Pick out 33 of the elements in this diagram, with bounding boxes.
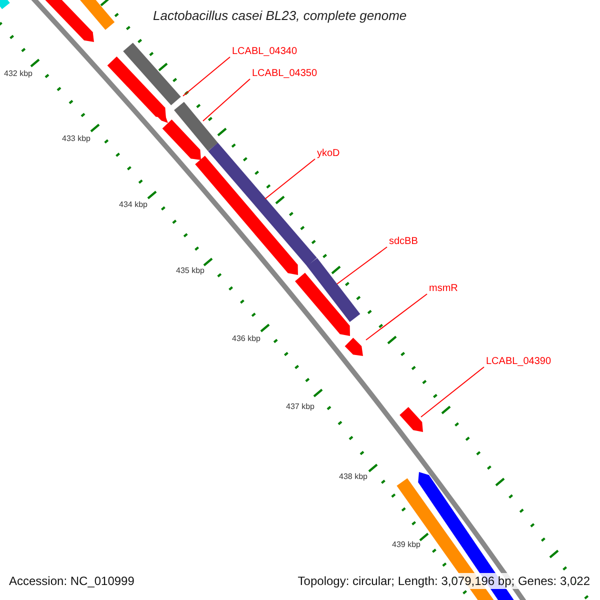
gene-label: LCABL_04350	[252, 69, 318, 79]
leader-line	[366, 294, 428, 340]
leader-line	[336, 246, 388, 284]
gene-feature-bar	[123, 42, 181, 106]
gene-label: LCABL_04390	[486, 357, 552, 367]
tick-label: 433 kbp	[62, 135, 90, 143]
footer-text: Topology: circular; Length: 3,079,196 bp; Genes: 3,022	[296, 573, 592, 589]
gene-feature-bar	[208, 142, 317, 266]
tick-label: 435 kbp	[176, 267, 204, 275]
gene-feature-bar	[107, 56, 166, 118]
gene-label: sdcBB	[389, 237, 418, 247]
gene-feature-bar	[295, 272, 350, 336]
tick-label: 432 kbp	[4, 70, 32, 78]
gene-feature-bar	[0, 0, 10, 10]
leader-line	[420, 366, 484, 418]
gene-feature-bar	[162, 120, 201, 160]
gene-feature-bar	[344, 338, 363, 356]
leader-line	[202, 78, 250, 122]
leader-line	[182, 56, 230, 96]
gene-feature-bar	[174, 102, 218, 152]
leader-line	[264, 158, 316, 200]
title: Lactobacillus casei BL23, complete genome	[153, 9, 407, 22]
footer-text: Accession: NC_010999	[7, 573, 136, 589]
tick-label: 434 kbp	[119, 201, 148, 209]
gene-label: LCABL_04340	[232, 47, 298, 57]
gene-label: msmR	[429, 284, 458, 294]
gene-feature-bar	[400, 407, 423, 432]
tick-label: 436 kbp	[232, 335, 260, 343]
gene-label: ykoD	[317, 149, 340, 159]
tick-label: 437 kbp	[286, 403, 314, 411]
tick-label: 439 kbp	[392, 541, 420, 549]
tick-label: 438 kbp	[339, 473, 368, 481]
gene-feature-bar	[306, 258, 360, 322]
